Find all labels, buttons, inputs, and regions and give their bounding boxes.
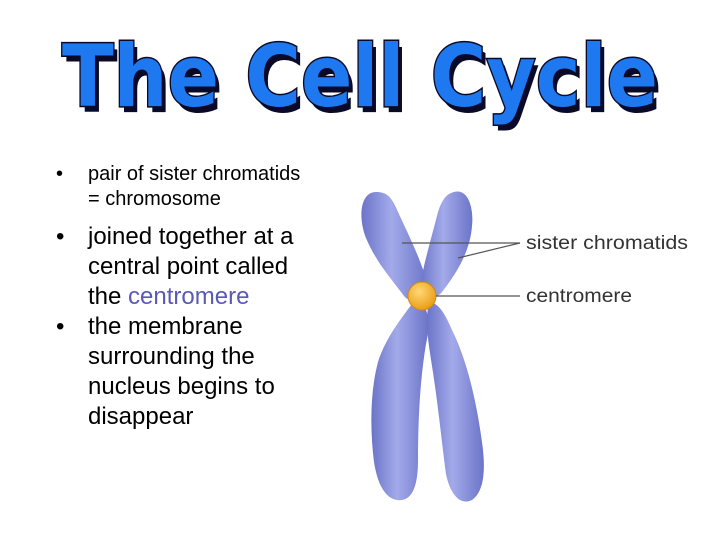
chromosome-icon — [361, 191, 484, 502]
title-shadow: The Cell Cycle — [66, 33, 662, 133]
label-pointers — [402, 242, 521, 297]
chromatid-lower-left — [371, 302, 429, 501]
bullet-line: surrounding the — [88, 343, 255, 370]
bullet-line: pair of sister chromatids — [88, 163, 301, 185]
centromere-label: centromere — [526, 286, 632, 307]
bullet-item: • joined together at a central point cal… — [56, 222, 356, 312]
page-title: The Cell Cycle The Cell Cycle — [61, 26, 663, 134]
bullet-line: central point called — [88, 253, 289, 280]
bullet-line: joined together at a — [88, 223, 294, 250]
bullet-symbol: • — [56, 163, 64, 185]
chromatid-upper-right — [419, 191, 473, 298]
chromatid-lower-right — [426, 302, 484, 502]
bullet-list: • pair of sister chromatids = chromosome… — [56, 162, 356, 432]
centromere-icon — [407, 281, 437, 311]
bullet-line: the membrane — [88, 313, 243, 340]
bullet-line-prefix: the — [88, 283, 129, 310]
chromatid-upper-left — [361, 192, 429, 302]
bullet-line: disappear — [88, 403, 194, 430]
bullet-item: • the membrane surrounding the nucleus b… — [56, 312, 356, 432]
bullet-item: • pair of sister chromatids = chromosome — [56, 162, 356, 212]
bullet-symbol: • — [56, 313, 65, 340]
bullet-line: = chromosome — [88, 188, 221, 210]
pointer-line — [457, 242, 521, 259]
bullet-symbol: • — [56, 223, 65, 250]
title-text: The Cell Cycle — [62, 27, 658, 127]
centromere-term: centromere — [128, 283, 250, 310]
sister-chromatids-label: sister chromatids — [526, 233, 688, 254]
bullet-line: nucleus begins to — [88, 373, 275, 400]
